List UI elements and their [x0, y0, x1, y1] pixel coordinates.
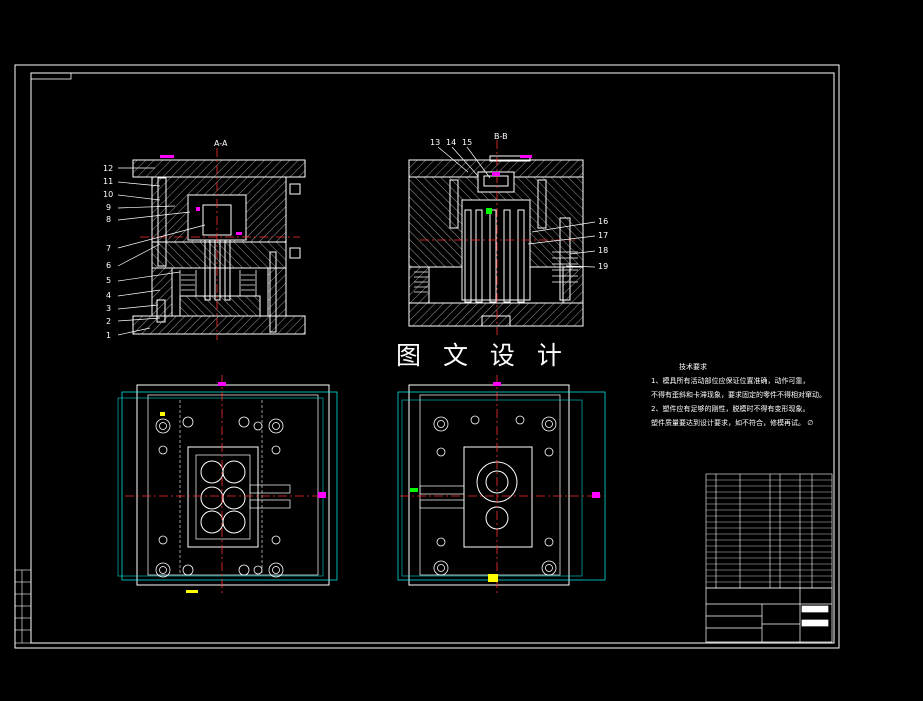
svg-text:8: 8 — [106, 215, 111, 224]
inner-frame — [30, 72, 835, 644]
accent-marks-a — [160, 155, 242, 235]
svg-text:9: 9 — [106, 203, 111, 212]
plan-view-left — [117, 384, 338, 586]
notes-line: 2、塑件应有足够的刚性，脱模时不得有变形现象。 — [651, 405, 810, 413]
outer-frame — [14, 64, 840, 649]
watermark-text: 图 文 设 计 — [396, 341, 569, 370]
svg-text:11: 11 — [103, 177, 113, 186]
svg-text:3: 3 — [106, 304, 111, 313]
svg-text:7: 7 — [106, 244, 111, 253]
notes-line: 1、模具所有活动部位应保证位置准确，动作可靠， — [651, 377, 810, 385]
section-view-b — [408, 155, 584, 327]
notes-title: 技术要求 — [679, 363, 707, 371]
svg-text:6: 6 — [106, 261, 111, 270]
view-mark-b: B-B — [494, 132, 508, 141]
title-block — [705, 587, 833, 643]
svg-text:2: 2 — [106, 317, 111, 326]
svg-text:10: 10 — [103, 190, 113, 199]
plan-view-right — [397, 384, 606, 586]
view-mark-a: A-A — [214, 139, 228, 148]
notes-line: 塑件质量要达到设计要求，如不符合，修模再试。 ∅ — [651, 419, 814, 427]
svg-text:13: 13 — [430, 138, 440, 147]
leaders-left — [117, 167, 206, 336]
part-labels-left: 12 11 10 9 8 7 6 5 4 3 2 1 — [103, 164, 113, 340]
code-box — [30, 72, 72, 80]
plan-right-marks — [410, 382, 600, 582]
svg-text:15: 15 — [462, 138, 472, 147]
svg-text:18: 18 — [598, 246, 608, 255]
plan-right-bolts — [433, 415, 557, 576]
plan-left-bolts — [155, 416, 284, 578]
svg-text:17: 17 — [598, 231, 608, 240]
svg-text:16: 16 — [598, 217, 608, 226]
notes-line: 不得有歪斜和卡滞现象，要求固定的零件不得相对窜动。 — [651, 391, 826, 399]
svg-text:5: 5 — [106, 276, 111, 285]
svg-text:19: 19 — [598, 262, 608, 271]
springs-left — [181, 274, 255, 291]
binding-strip — [14, 569, 32, 644]
svg-text:12: 12 — [103, 164, 113, 173]
leaders-right — [437, 146, 596, 268]
svg-text:4: 4 — [106, 291, 111, 300]
parts-list-rows — [706, 479, 832, 583]
svg-text:1: 1 — [106, 331, 111, 340]
parts-list-table — [705, 473, 833, 589]
plan-left-marks — [160, 382, 326, 593]
plan-right-centerlines — [400, 375, 605, 595]
centerlines-a — [140, 148, 300, 340]
svg-text:14: 14 — [446, 138, 456, 147]
technical-requirements: 技术要求 1、模具所有活动部位应保证位置准确，动作可靠， 不得有歪斜和卡滞现象，… — [651, 360, 826, 430]
springs-right — [414, 251, 578, 293]
plan-left-centerlines — [125, 375, 330, 595]
centerlines-b — [420, 140, 575, 335]
part-labels-right: 13 14 15 16 17 18 19 — [430, 138, 608, 271]
accent-marks-b — [486, 155, 532, 214]
